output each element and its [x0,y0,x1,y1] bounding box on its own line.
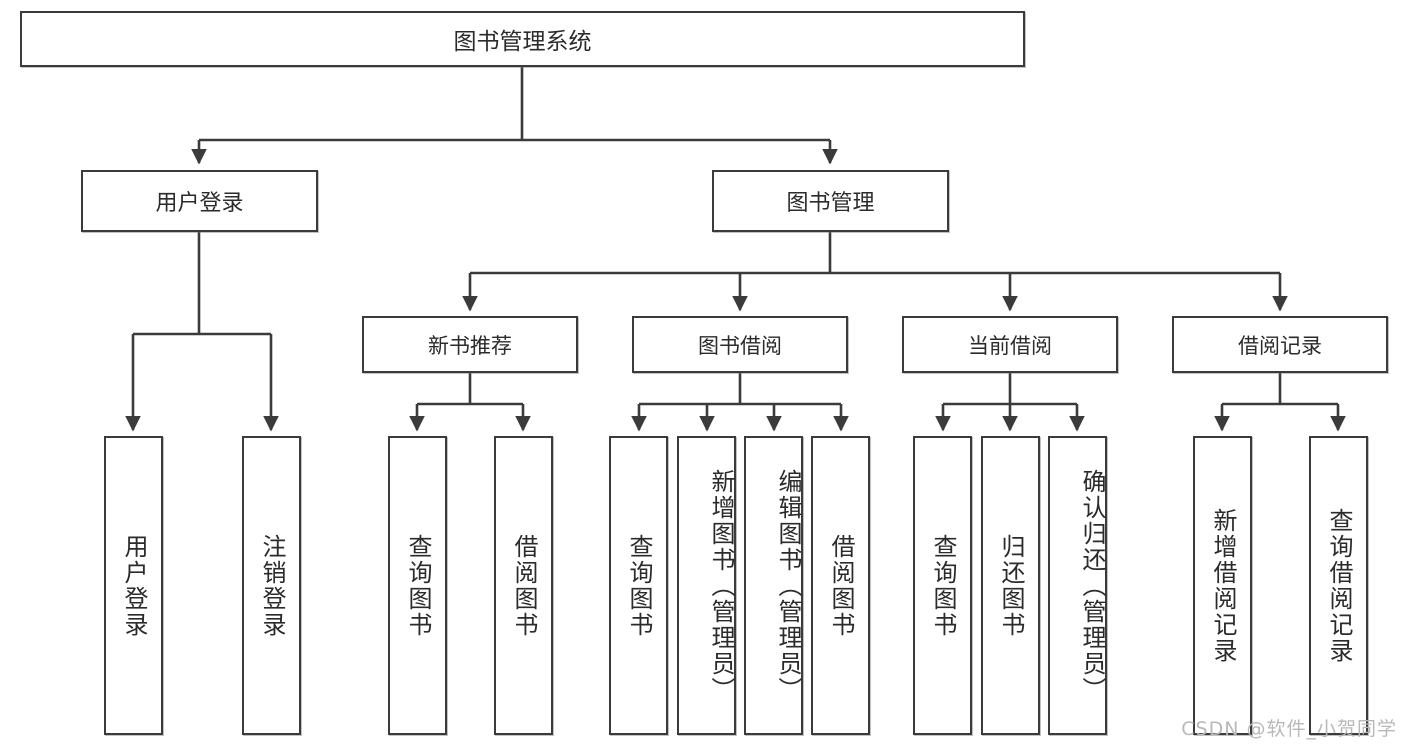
node-label: 新增借阅记录 [1208,507,1237,664]
node-label: 注销登录 [257,533,286,638]
node-label: 查询图书 [403,533,432,638]
node-book-management[interactable]: 图书管理 [712,170,949,232]
leaf-edit-book-admin[interactable]: 编辑图书（管理员） [744,436,803,735]
leaf-query-book-recommend[interactable]: 查询图书 [388,436,447,735]
leaf-query-book-borrow[interactable]: 查询图书 [609,436,668,735]
node-new-book-recommend[interactable]: 新书推荐 [362,316,578,373]
node-label: 归还图书 [996,533,1025,638]
node-label: 新增图书（管理员） [707,468,735,703]
node-label: 图书管理 [786,191,875,216]
node-book-borrow[interactable]: 图书借阅 [632,316,848,373]
node-user-login[interactable]: 用户登录 [81,170,318,232]
leaf-return-book[interactable]: 归还图书 [981,436,1040,735]
leaf-query-book-current[interactable]: 查询图书 [913,436,972,735]
leaf-borrow-book[interactable]: 借阅图书 [811,436,870,735]
node-label: 查询图书 [624,533,653,638]
leaf-user-login[interactable]: 用户登录 [104,436,163,735]
node-label: 查询图书 [928,533,957,638]
leaf-add-borrow-record[interactable]: 新增借阅记录 [1193,436,1252,735]
leaf-add-book-admin[interactable]: 新增图书（管理员） [677,436,736,735]
node-borrow-record[interactable]: 借阅记录 [1172,316,1388,373]
leaf-confirm-return-admin[interactable]: 确认归还（管理员） [1048,436,1107,735]
node-label: 借阅图书 [509,533,538,638]
node-label: 借阅图书 [826,533,855,638]
node-root-system[interactable]: 图书管理系统 [20,11,1025,67]
node-current-borrow[interactable]: 当前借阅 [902,316,1118,373]
leaf-query-borrow-record[interactable]: 查询借阅记录 [1309,436,1368,735]
node-label: 编辑图书（管理员） [774,468,802,703]
node-label: 确认归还（管理员） [1078,468,1106,703]
node-label: 用户登录 [155,191,244,216]
node-label: 用户登录 [119,533,148,638]
leaf-logout[interactable]: 注销登录 [242,436,301,735]
node-label: 当前借阅 [968,333,1052,358]
node-label: 图书借阅 [698,333,782,358]
node-label: 借阅记录 [1238,333,1322,358]
node-label: 新书推荐 [428,333,512,358]
node-label: 图书管理系统 [453,29,592,55]
watermark: CSDN @软件_小贺同学 [1181,718,1397,740]
node-label: 查询借阅记录 [1324,507,1353,664]
leaf-borrow-book-recommend[interactable]: 借阅图书 [494,436,553,735]
